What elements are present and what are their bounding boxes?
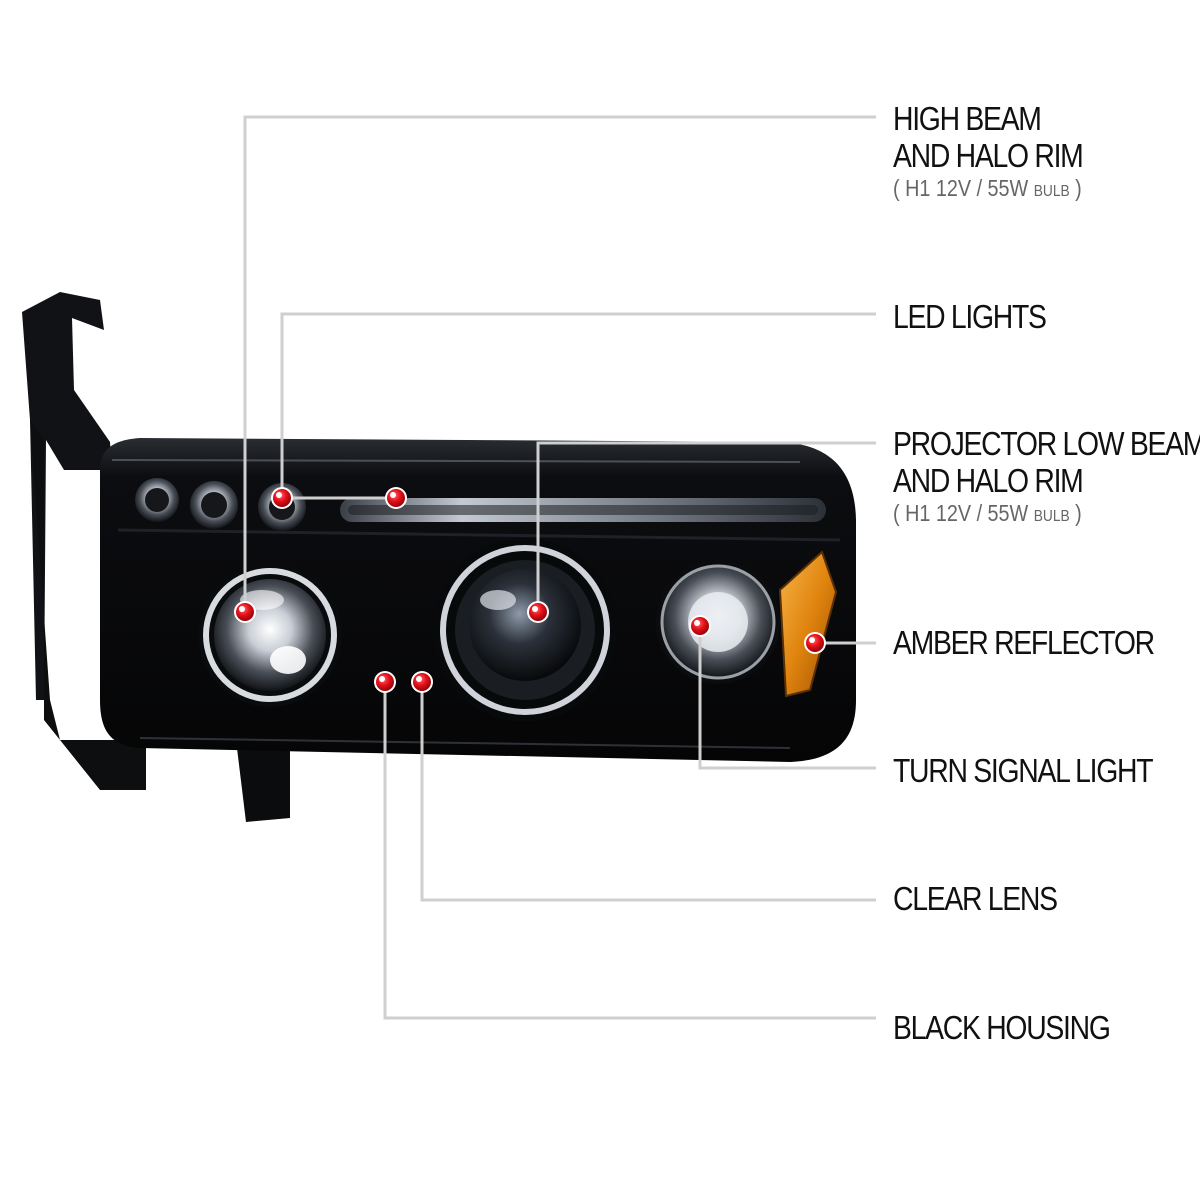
leader-line-projector <box>536 441 876 612</box>
marker-clear-lens <box>411 671 433 693</box>
leader-line-black-housing <box>383 682 876 1020</box>
spec-value: H1 12V / 55W <box>905 175 1029 201</box>
spec-unit: BULB <box>1033 183 1070 200</box>
bulb-spec: ( H1 12V / 55W BULB ) <box>893 499 1200 531</box>
callout-title-line: BLACK HOUSING <box>893 1009 1111 1046</box>
spec-close-paren: ) <box>1075 500 1082 526</box>
spec-open-paren: ( <box>893 175 900 201</box>
mounting-bracket <box>22 292 290 822</box>
projector-halo <box>433 538 617 722</box>
spec-unit: BULB <box>1033 508 1070 525</box>
marker-amber <box>804 632 826 654</box>
marker-black-housing <box>374 671 396 693</box>
callout-title-line: AND HALO RIM <box>893 137 1084 174</box>
marker-high-beam <box>234 601 256 623</box>
high-beam-halo <box>198 563 342 707</box>
callout-title-line: CLEAR LENS <box>893 880 1058 917</box>
callout-high-beam: HIGH BEAM AND HALO RIM ( H1 12V / 55W BU… <box>893 100 1084 206</box>
marker-led-lights <box>271 487 293 509</box>
marker-turn-signal <box>689 615 711 637</box>
callout-turn-signal-light: TURN SIGNAL LIGHT <box>893 752 1154 789</box>
callout-markers <box>234 487 826 693</box>
marker-projector <box>527 601 549 623</box>
callout-black-housing: BLACK HOUSING <box>893 1009 1111 1046</box>
callout-projector-low-beam: PROJECTOR LOW BEAM AND HALO RIM ( H1 12V… <box>893 425 1200 531</box>
upper-small-lenses <box>135 478 306 531</box>
callout-title-line: LED LIGHTS <box>893 298 1047 335</box>
callout-clear-lens: CLEAR LENS <box>893 880 1058 917</box>
leader-line-high-beam <box>243 115 876 612</box>
leader-line-led-lights <box>280 312 876 498</box>
callout-title-line: AMBER REFLECTOR <box>893 624 1155 661</box>
callout-amber-reflector: AMBER REFLECTOR <box>893 624 1155 661</box>
callout-title-line: PROJECTOR LOW BEAM <box>893 425 1200 462</box>
bulb-spec: ( H1 12V / 55W BULB ) <box>893 174 1083 206</box>
led-strip <box>340 498 826 522</box>
spec-close-paren: ) <box>1075 175 1082 201</box>
callout-title-line: TURN SIGNAL LIGHT <box>893 752 1154 789</box>
callout-led-lights: LED LIGHTS <box>893 298 1047 335</box>
marker-led-strip <box>385 487 407 509</box>
leader-line-clear-lens <box>420 682 876 902</box>
callout-title-line: AND HALO RIM <box>893 462 1084 499</box>
spec-value: H1 12V / 55W <box>905 500 1029 526</box>
turn-signal-lens <box>656 560 780 684</box>
spec-open-paren: ( <box>893 500 900 526</box>
leader-line-turn-signal <box>698 628 876 770</box>
callout-title-line: HIGH BEAM <box>893 100 1042 137</box>
